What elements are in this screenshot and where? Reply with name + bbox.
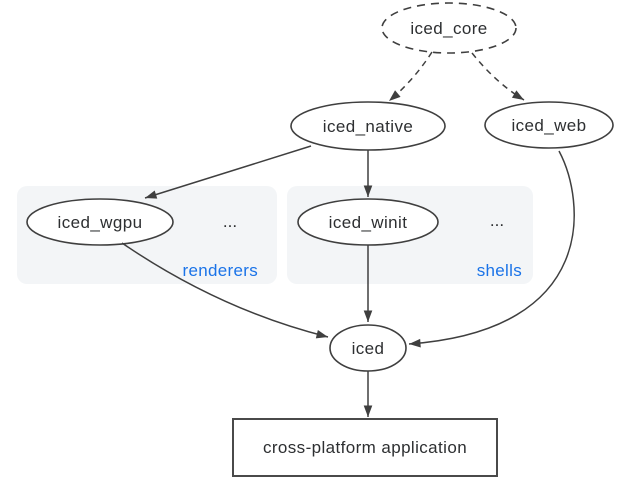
iced-web-node [484,101,614,149]
iced-core-node-label: iced_core [410,19,487,38]
edge-iced-web-to-iced [408,150,575,348]
shells-group-label: shells [477,261,522,280]
iced-web-node-label: iced_web [511,116,586,135]
renderers-group-label: renderers [183,261,258,280]
iced-winit-node-label: iced_winit [329,213,408,232]
edge-iced-wgpu-to-iced [121,242,329,339]
edge-iced-core-to-iced-native [388,51,433,102]
edge-iced-core-to-iced-web [471,52,525,101]
iced-wgpu-node-label: iced_wgpu [58,213,143,232]
iced-wgpu-node [26,198,174,246]
iced-node-label: iced [352,339,385,358]
renderers-ellipsis: ... [223,212,237,231]
iced-core-node [381,2,517,54]
application-node [232,418,498,477]
application-node-label: cross-platform application [263,438,467,457]
shells-ellipsis: ... [490,211,504,230]
iced-native-node-label: iced_native [323,117,413,136]
edge-iced-native-to-iced-wgpu [144,145,312,199]
